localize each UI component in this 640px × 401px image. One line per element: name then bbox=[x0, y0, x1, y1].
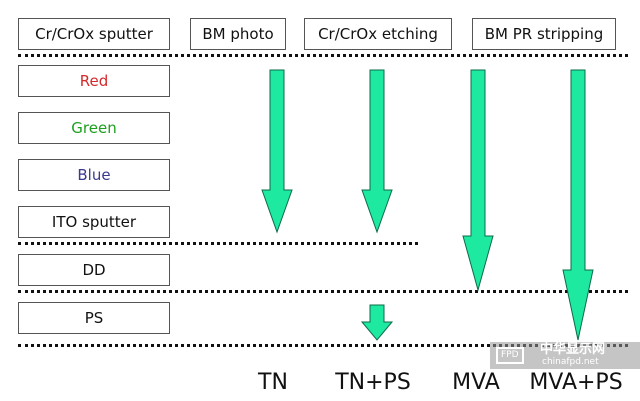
step-red: Red bbox=[18, 65, 170, 97]
arrow-mva-ps bbox=[562, 69, 594, 341]
step-bm-pr-stripping: BM PR stripping bbox=[472, 18, 616, 50]
step-green: Green bbox=[18, 112, 170, 144]
mode-tn-ps: TN+PS bbox=[335, 370, 411, 395]
step-dd: DD bbox=[18, 254, 170, 286]
watermark-logo: FPD bbox=[496, 347, 524, 364]
watermark-url: chinafpd.net bbox=[542, 357, 599, 367]
mode-mva: MVA bbox=[452, 370, 500, 395]
arrow-tn-ps-ps bbox=[360, 304, 394, 341]
step-bm-photo: BM photo bbox=[190, 18, 286, 50]
divider bbox=[18, 242, 418, 245]
divider bbox=[18, 344, 628, 347]
mode-tn: TN bbox=[258, 370, 288, 395]
watermark: FPD 中华显示网 chinafpd.net bbox=[490, 342, 640, 369]
watermark-name: 中华显示网 bbox=[540, 342, 606, 357]
divider bbox=[18, 290, 628, 293]
divider bbox=[18, 54, 628, 57]
arrow-mva bbox=[462, 69, 494, 292]
step-cr-etching: Cr/CrOx etching bbox=[304, 18, 452, 50]
step-ps: PS bbox=[18, 302, 170, 334]
step-cr-sputter: Cr/CrOx sputter bbox=[18, 18, 170, 50]
arrow-tn bbox=[261, 69, 293, 234]
step-blue: Blue bbox=[18, 159, 170, 191]
step-ito-sputter: ITO sputter bbox=[18, 206, 170, 238]
arrow-tn-ps bbox=[361, 69, 393, 234]
mode-mva-ps: MVA+PS bbox=[529, 370, 623, 395]
